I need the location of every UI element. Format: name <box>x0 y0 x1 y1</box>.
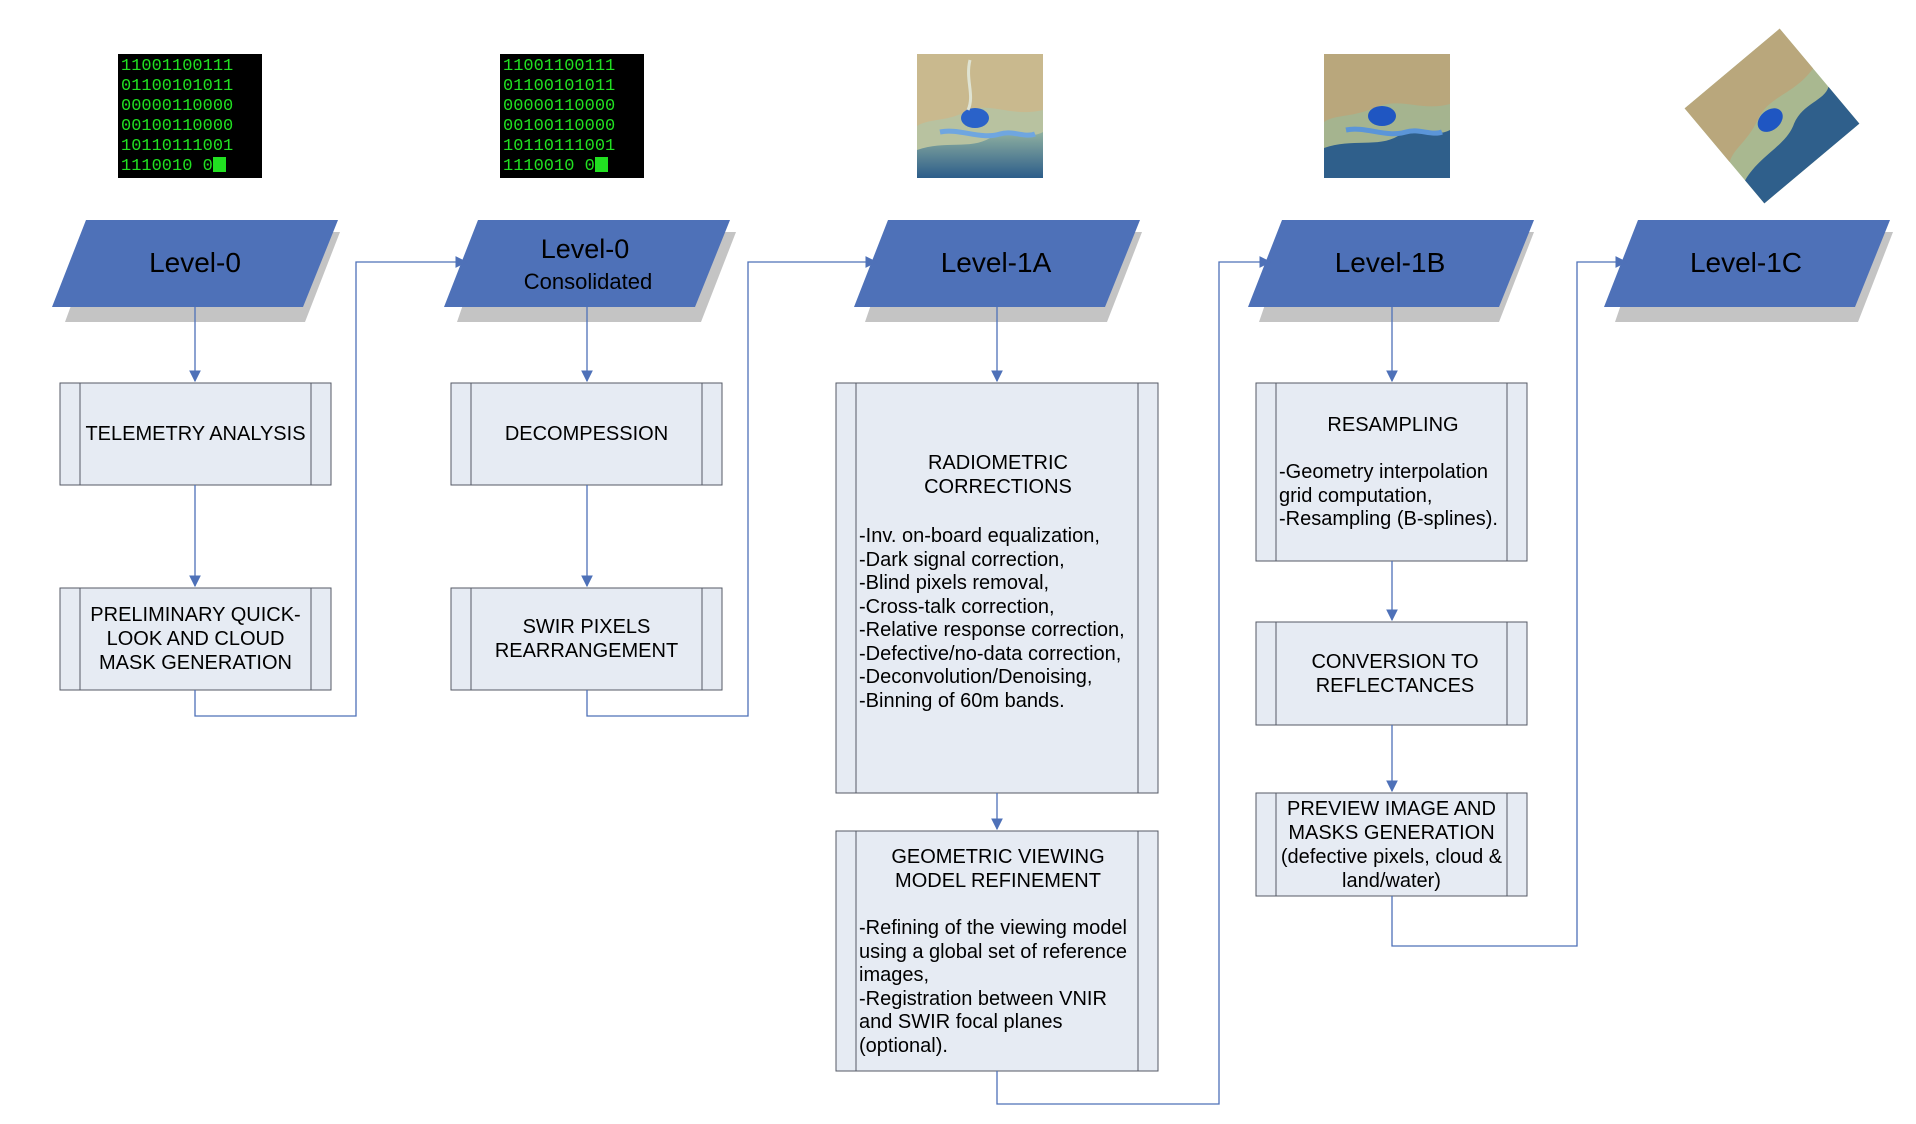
resampling-label: RESAMPLING -Geometry interpolation grid … <box>1279 383 1507 561</box>
level-0-consolidated-node: Level-0 Consolidated <box>444 220 730 307</box>
list-item: using a global set of reference <box>859 940 1127 963</box>
level-0-node: Level-0 <box>52 220 338 307</box>
level-title: Level-0 <box>541 234 630 264</box>
swir-rearrangement-box <box>450 587 723 691</box>
connectors <box>189 256 1628 1105</box>
list-item: -Relative response correction, <box>859 619 1125 641</box>
box-title: RESAMPLING <box>1327 414 1459 436</box>
binary-row: 01100101011 <box>121 77 233 96</box>
list-item: -Inv. on-board equalization, <box>859 525 1100 547</box>
binary-row: 00100110000 <box>121 117 233 136</box>
box-title: RADIOMETRIC CORRECTIONS <box>924 452 1072 498</box>
list-item: grid computation, <box>1279 484 1433 507</box>
radiometric-corrections-box <box>835 382 1159 794</box>
level-1c-node: Level-1C <box>1604 220 1890 307</box>
binary-row: 01100101011 <box>503 77 615 96</box>
box-title: SWIR PIXELS REARRANGEMENT <box>494 616 679 662</box>
quicklook-cloud-mask-box <box>59 587 332 691</box>
swir-label: SWIR PIXELS REARRANGEMENT <box>471 588 702 690</box>
level-title: Level-0 <box>149 247 241 278</box>
list-item: -Defective/no-data correction, <box>859 642 1122 665</box>
box-title: GEOMETRIC VIEWING MODEL REFINEMENT <box>891 846 1105 892</box>
list-item: -Cross-talk correction, <box>859 595 1055 618</box>
box-title: DECOMPESSION <box>504 423 669 445</box>
geometric-viewing-model-box <box>835 830 1159 1072</box>
binary-row: 10110111001 <box>121 137 233 156</box>
binary-row: 10110111001 <box>503 137 615 156</box>
binary-row: 1110010 01 <box>503 157 605 176</box>
list-item: -Registration between VNIR <box>859 987 1107 1010</box>
list-item: -Deconvolution/Denoising, <box>859 666 1093 688</box>
box-title: TELEMETRY ANALYSIS <box>85 423 306 445</box>
decompression-box <box>450 382 723 486</box>
binary-row: 11001100111 <box>503 57 615 76</box>
telemetry-analysis-box <box>59 382 332 486</box>
list-item: -Binning of 60m bands. <box>859 689 1065 712</box>
level-subtitle: Consolidated <box>524 269 652 294</box>
decompression-label: DECOMPESSION <box>471 383 702 485</box>
box-title: CONVERSION TO REFLECTANCES <box>1311 650 1479 697</box>
list-item: and SWIR focal planes <box>859 1011 1063 1033</box>
binary-row: 00000110000 <box>121 97 233 116</box>
telemetry-analysis-label: TELEMETRY ANALYSIS <box>80 383 311 485</box>
level-title: Level-1B <box>1335 247 1446 278</box>
binary-row: 00100110000 <box>503 117 615 136</box>
list-item: -Dark signal correction, <box>859 548 1065 571</box>
list-item: images, <box>859 964 930 986</box>
level-title: Level-1A <box>941 247 1052 278</box>
satellite-image-thumbnail-1b <box>1324 54 1450 178</box>
binary-row: 11001100111 <box>121 57 233 76</box>
box-title: PREVIEW IMAGE AND MASKS GENERATION (defe… <box>1280 797 1503 892</box>
satellite-image-thumbnail-1a <box>917 54 1043 178</box>
level-1a-node: Level-1A <box>854 220 1140 307</box>
list-item: -Geometry interpolation <box>1279 461 1488 483</box>
geometric-steps-list: -Refining of the viewing model using a g… <box>859 917 1137 1058</box>
list-item: -Resampling (B-splines). <box>1279 508 1498 530</box>
level-1b-node: Level-1B <box>1248 220 1534 307</box>
binary-data-thumbnail-1: 11001100111 01100101011 00000110000 0010… <box>118 54 262 178</box>
reflectances-label: CONVERSION TO REFLECTANCES <box>1276 622 1514 725</box>
quicklook-label: PRELIMINARY QUICK- LOOK AND CLOUD MASK G… <box>80 588 311 690</box>
list-item: (optional). <box>859 1034 948 1057</box>
preview-masks-box <box>1255 792 1528 897</box>
box-title: PRELIMINARY QUICK- LOOK AND CLOUD MASK G… <box>90 604 301 674</box>
binary-row: 1110010 01 <box>121 157 223 176</box>
preview-label: PREVIEW IMAGE AND MASKS GENERATION (defe… <box>1276 793 1507 896</box>
list-item: -Blind pixels removal, <box>859 572 1050 594</box>
satellite-image-thumbnail-1c <box>1684 28 1860 204</box>
resampling-box <box>1255 382 1528 562</box>
radiometric-label: RADIOMETRIC CORRECTIONS -Inv. on-board e… <box>859 383 1137 793</box>
conversion-reflectances-box <box>1255 621 1528 726</box>
list-item: -Refining of the viewing model <box>859 917 1127 939</box>
level-title: Level-1C <box>1690 247 1802 278</box>
binary-row: 00000110000 <box>503 97 615 116</box>
binary-data-thumbnail-2: 11001100111 01100101011 00000110000 0010… <box>500 54 644 178</box>
radiometric-steps-list: -Inv. on-board equalization, -Dark signa… <box>859 525 1137 713</box>
geometric-label: GEOMETRIC VIEWING MODEL REFINEMENT -Refi… <box>859 831 1137 1071</box>
resampling-steps-list: -Geometry interpolation grid computation… <box>1279 461 1507 532</box>
